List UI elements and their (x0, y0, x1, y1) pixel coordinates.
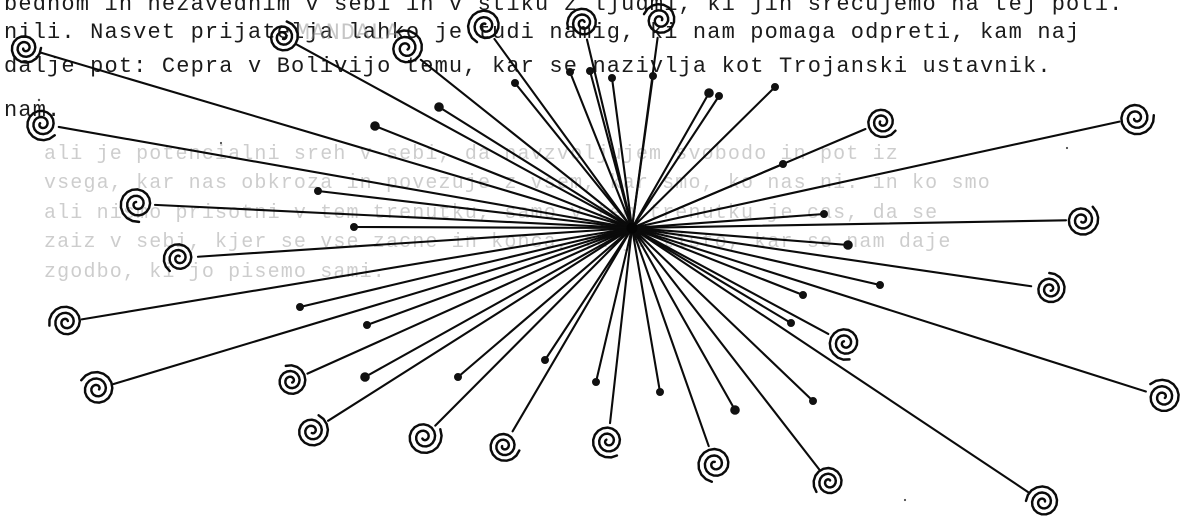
ink-ray (632, 228, 813, 401)
ink-ray (632, 76, 653, 228)
ink-bead (455, 374, 462, 381)
ink-bead (512, 80, 519, 87)
ink-bead (542, 357, 549, 364)
ink-ray (297, 45, 632, 228)
ink-bead (844, 241, 852, 249)
ink-ray (328, 228, 632, 421)
spiral-ornament (644, 4, 674, 33)
spiral-ornament (567, 9, 595, 35)
spiral-ornament (699, 449, 729, 482)
ink-ray (439, 107, 632, 228)
ink-ray (632, 122, 1119, 228)
ink-bead (780, 161, 787, 168)
spiral-ornament (81, 372, 112, 403)
paper-speck (904, 499, 906, 501)
ink-bead (315, 188, 322, 195)
ink-bead (800, 292, 807, 299)
spiral-ornament (468, 11, 498, 42)
ink-ray (632, 228, 791, 323)
ink-ray (354, 227, 632, 228)
ink-bead (351, 224, 358, 231)
ink-ray (632, 228, 1031, 286)
spiral-ornament (1026, 486, 1057, 514)
ink-ray (421, 60, 632, 228)
ink-bead (364, 322, 371, 329)
ink-ray (632, 87, 775, 228)
ink-bead (716, 93, 723, 100)
spiral-ornament (1038, 273, 1064, 302)
ink-rays (40, 38, 1146, 493)
spiral-ornament (814, 468, 842, 493)
ink-bead (371, 122, 379, 130)
ink-bead (657, 389, 664, 396)
ink-bead (650, 73, 657, 80)
spiral-ornament (491, 434, 520, 461)
spiral-ornament (12, 36, 41, 62)
ink-bead (705, 89, 713, 97)
spiral-ornament (830, 329, 857, 359)
ink-ray (632, 228, 1146, 392)
ink-bead (731, 406, 739, 414)
spiral-ornament (1150, 380, 1178, 411)
spiral-ornament (121, 189, 150, 222)
spiral-ornament (49, 307, 79, 334)
ink-ray (632, 228, 709, 446)
ink-bead (435, 103, 443, 111)
spiral-ornament (299, 415, 328, 445)
paper-specks (38, 99, 1068, 501)
ink-bead (567, 69, 574, 76)
spiral-ornament (1121, 105, 1153, 134)
spiral-ornament (410, 424, 442, 453)
ink-bead (587, 68, 594, 75)
central-ink-hub (627, 223, 638, 234)
ink-ray (632, 96, 719, 228)
spiral-ornament (271, 22, 298, 51)
ink-bead (772, 84, 779, 91)
spiral-ornament (593, 428, 620, 458)
spiral-ornament (28, 111, 55, 140)
ink-bead (361, 373, 369, 381)
ink-bead (609, 75, 616, 82)
spiral-ornament (393, 31, 421, 63)
ink-bead (593, 379, 600, 386)
ink-bead (297, 304, 304, 311)
ink-bead (810, 398, 817, 405)
ink-bead (821, 211, 828, 218)
ink-bead (788, 320, 795, 327)
ink-ray (458, 228, 632, 377)
paper-speck (38, 99, 40, 101)
ink-bead (877, 282, 884, 289)
paper-speck (1066, 147, 1068, 149)
ink-ray (632, 228, 1029, 493)
spiral-ornament (868, 110, 895, 137)
spiral-ornament (280, 365, 306, 394)
spiral-ornament (164, 244, 191, 271)
spiral-ornament (1069, 207, 1098, 235)
ink-ray (632, 93, 709, 228)
ink-ray (596, 228, 632, 382)
paper-speck (220, 142, 222, 144)
